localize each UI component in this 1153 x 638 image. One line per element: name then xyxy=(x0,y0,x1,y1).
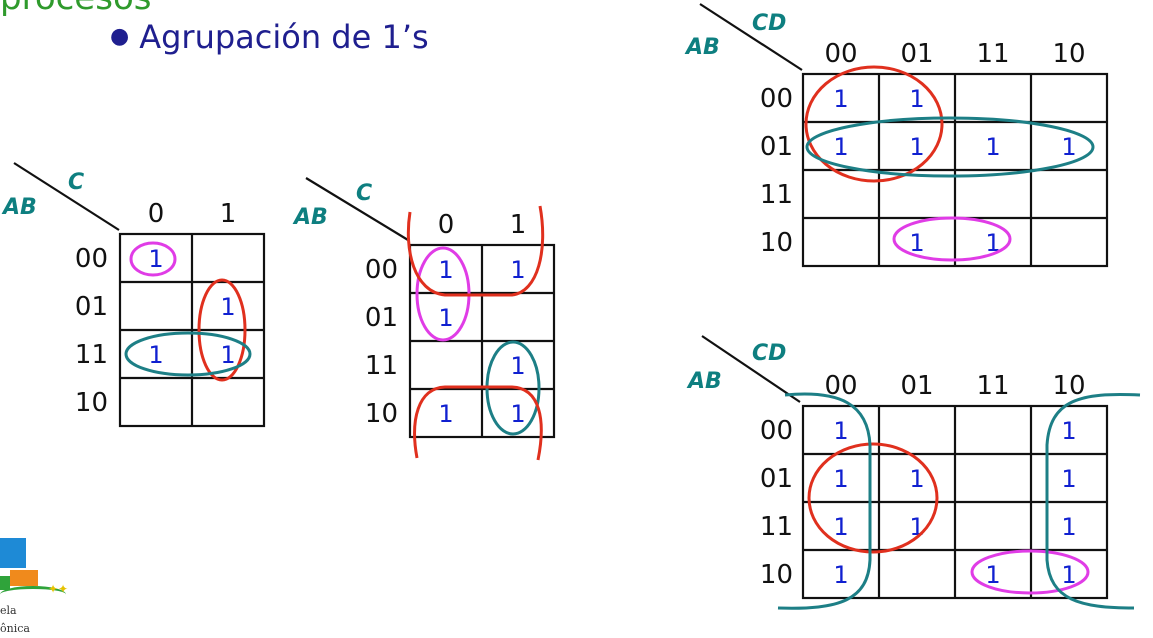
kmap-col-label: 1 xyxy=(510,210,527,240)
kmap-row-label: 01 xyxy=(75,292,108,322)
kmap-cell-value: 1 xyxy=(220,341,235,369)
kmap-cell-value: 1 xyxy=(909,133,924,161)
logo-square-green xyxy=(0,576,10,590)
kmap-cell-value: 1 xyxy=(909,465,924,493)
kmap-row-label: 10 xyxy=(760,560,793,590)
kmap-cell-value: 1 xyxy=(438,400,453,428)
school-logo: ✦✦ ela ônica xyxy=(0,534,70,638)
kmap-diagonal-line xyxy=(701,335,801,403)
kmap-cell-value: 1 xyxy=(833,85,848,113)
kmap-cell-value: 1 xyxy=(985,229,1000,257)
kmap-cell-value: 1 xyxy=(1061,513,1076,541)
kmap-col-label: 0 xyxy=(438,210,455,240)
kmap-row-label: 11 xyxy=(75,340,108,370)
bullet-text: Agrupación de 1’s xyxy=(139,18,429,56)
kmap-cell-value: 1 xyxy=(510,256,525,284)
kmap-cell-value: 1 xyxy=(148,245,163,273)
logo-square-orange xyxy=(10,570,38,586)
kmap-cell-value: 1 xyxy=(1061,465,1076,493)
kmap-row-label: 00 xyxy=(760,416,793,446)
logo-text-2: ônica xyxy=(0,622,30,635)
kmap-cell-value: 1 xyxy=(909,85,924,113)
kmap-cell-value: 1 xyxy=(833,465,848,493)
kmap-row-label: 11 xyxy=(365,351,398,381)
kmap-col-label: 10 xyxy=(1052,39,1085,69)
group-loop-teal xyxy=(124,331,252,377)
kmap-row-variable: AB xyxy=(684,35,720,60)
kmap-row-label: 01 xyxy=(760,464,793,494)
kmap-col-variable: CD xyxy=(752,341,786,366)
kmap-row-label: 01 xyxy=(760,132,793,162)
kmap-col-variable: C xyxy=(356,181,372,206)
bullet-item: ● Agrupación de 1’s xyxy=(110,18,429,56)
kmap-cell-value: 1 xyxy=(909,229,924,257)
kmap-cell-value: 1 xyxy=(220,293,235,321)
kmap-row-variable: AB xyxy=(292,205,328,230)
group-loop-red xyxy=(804,65,944,183)
kmap-cell-value: 1 xyxy=(510,400,525,428)
kmap-cell-value: 1 xyxy=(833,513,848,541)
kmap-row-label: 01 xyxy=(365,303,398,333)
kmap-col-label: 11 xyxy=(976,39,1009,69)
logo-text-1: ela xyxy=(0,604,17,617)
kmap-cell-value: 1 xyxy=(1061,417,1076,445)
group-loop-teal xyxy=(805,116,1095,178)
kmap-row-label: 10 xyxy=(75,388,108,418)
slide-title: procesos xyxy=(0,0,151,18)
group-loop-magenta xyxy=(970,549,1090,595)
kmap-cell-value: 1 xyxy=(1061,133,1076,161)
kmap-col-label: 01 xyxy=(900,371,933,401)
logo-square-blue xyxy=(0,538,26,568)
group-loop-red-bottom xyxy=(413,385,543,461)
kmap-row-label: 11 xyxy=(760,512,793,542)
kmap-col-label: 0 xyxy=(148,199,165,229)
kmap-row-label: 10 xyxy=(365,399,398,429)
kmap-col-label: 00 xyxy=(824,39,857,69)
group-loop-teal-left xyxy=(777,392,872,610)
grouping-loops xyxy=(124,65,1141,610)
group-loop-red xyxy=(197,278,247,382)
kmap-col-label: 01 xyxy=(900,39,933,69)
group-loop-teal-right xyxy=(1045,392,1141,610)
kmap-cell-value: 1 xyxy=(1061,561,1076,589)
kmap-cell-value: 1 xyxy=(510,352,525,380)
kmap-row-label: 00 xyxy=(365,255,398,285)
logo-swoosh xyxy=(0,586,66,603)
kmap-diagonal-line xyxy=(13,162,120,231)
group-loop-red-top xyxy=(406,205,545,297)
kmap-row-variable: AB xyxy=(1,195,37,220)
kmap-cell-value: 1 xyxy=(148,341,163,369)
group-loop-magenta xyxy=(892,216,1012,262)
kmap-row-label: 10 xyxy=(760,228,793,258)
kmap-cell-value: 1 xyxy=(833,417,848,445)
kmap-col-label: 1 xyxy=(220,199,237,229)
kmap-row-variable: AB xyxy=(686,369,722,394)
kmap-diagonal-line xyxy=(305,177,409,241)
kmap-col-label: 10 xyxy=(1052,371,1085,401)
kmap-cell-value: 1 xyxy=(833,561,848,589)
kmap-col-variable: CD xyxy=(752,11,786,36)
kmap-row-label: 11 xyxy=(760,180,793,210)
kmap-cell-value: 1 xyxy=(833,133,848,161)
kmap-cell-value: 1 xyxy=(985,561,1000,589)
kmap-col-label: 11 xyxy=(976,371,1009,401)
group-loop-magenta xyxy=(129,241,177,277)
kmap-row-label: 00 xyxy=(75,244,108,274)
group-loop-red xyxy=(807,442,939,554)
kmap-cell-value: 1 xyxy=(985,133,1000,161)
kmap-col-variable: C xyxy=(68,170,84,195)
bullet-icon: ● xyxy=(110,24,130,49)
kmap-row-label: 00 xyxy=(760,84,793,114)
logo-star-icon: ✦✦ xyxy=(48,582,69,596)
kmap-diagonal-line xyxy=(699,3,803,71)
kmap-cell-value: 1 xyxy=(438,256,453,284)
kmap-cell-value: 1 xyxy=(438,304,453,332)
